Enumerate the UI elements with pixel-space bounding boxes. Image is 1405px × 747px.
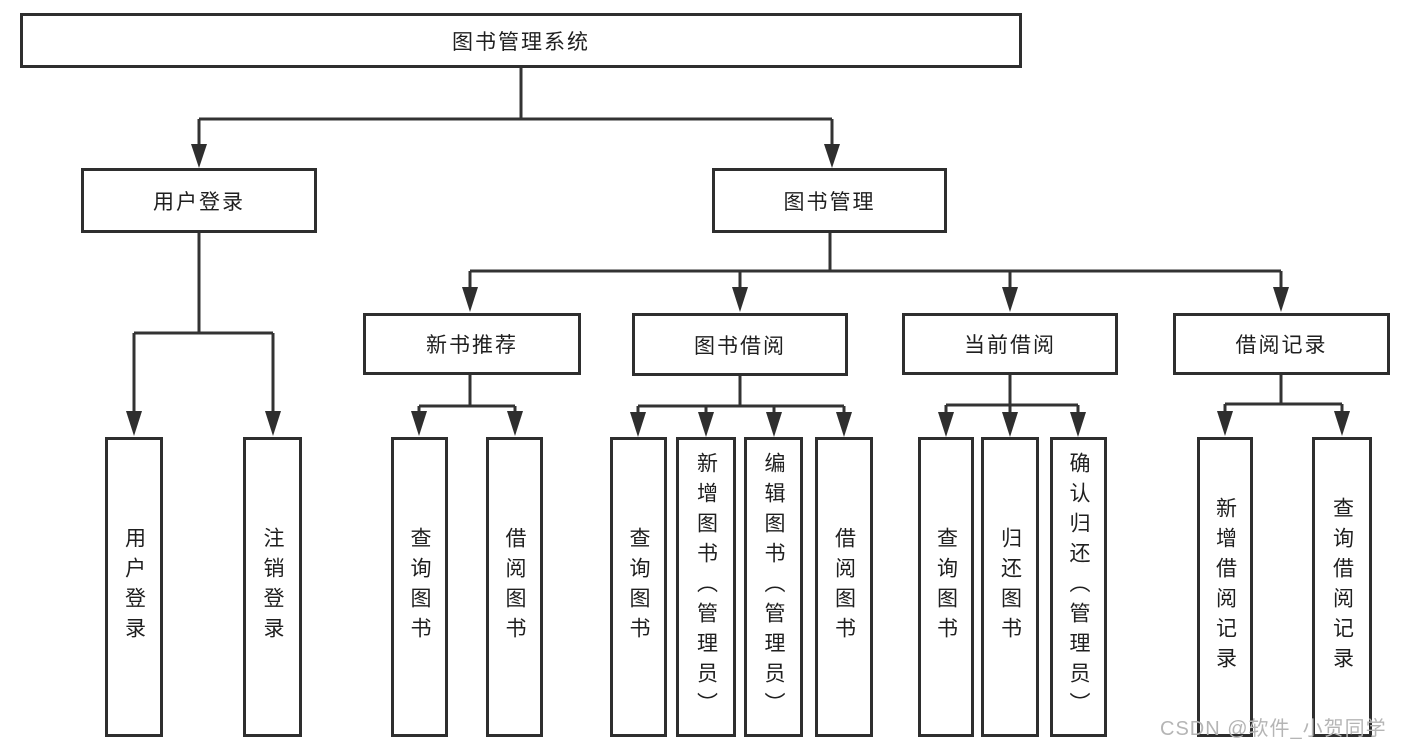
leaf-user-login: 用户登录 <box>105 437 163 737</box>
leaf-query-books-current: 查询图书 <box>918 437 974 737</box>
node-library-management-system: 图书管理系统 <box>20 13 1022 68</box>
node-label: 查询图书 <box>627 527 650 647</box>
arrowhead-icon <box>732 287 748 312</box>
arrowhead-icon <box>126 411 142 436</box>
leaf-borrow-books-recommend: 借阅图书 <box>486 437 543 737</box>
node-book-borrow: 图书借阅 <box>632 313 848 376</box>
arrowhead-icon <box>836 412 852 437</box>
node-label: 图书管理系统 <box>452 30 590 54</box>
connector-bookborrow-fork <box>630 375 852 437</box>
arrowhead-icon <box>1273 287 1289 312</box>
arrowhead-icon <box>265 411 281 436</box>
node-label: 图书管理 <box>783 190 876 214</box>
arrowhead-icon <box>411 411 427 436</box>
arrowhead-icon <box>766 412 782 437</box>
leaf-add-borrow-record: 新增借阅记录 <box>1197 437 1253 737</box>
node-label: 用户登录 <box>153 190 245 214</box>
node-label: 新增借阅记录 <box>1213 497 1237 677</box>
node-user-login-module: 用户登录 <box>81 168 317 233</box>
arrowhead-icon <box>938 412 954 437</box>
node-label: 借阅记录 <box>1235 334 1328 357</box>
arrowhead-icon <box>630 412 646 437</box>
node-label: 查询图书 <box>408 527 431 647</box>
node-label: 新书推荐 <box>426 334 518 357</box>
connector-mgmt-fork <box>462 232 1289 312</box>
node-label: 查询借阅记录 <box>1330 497 1354 677</box>
leaf-borrow-books: 借阅图书 <box>815 437 873 737</box>
connector-records-fork <box>1217 374 1350 436</box>
node-label: 确认归还（管理员） <box>1067 452 1090 722</box>
leaf-add-books-admin: 新增图书（管理员） <box>676 437 736 737</box>
connector-recommend-fork <box>411 374 523 436</box>
arrowhead-icon <box>507 411 523 436</box>
node-current-borrow: 当前借阅 <box>902 313 1118 375</box>
node-label: 查询图书 <box>934 527 958 647</box>
node-label: 归还图书 <box>998 527 1022 647</box>
node-label: 用户登录 <box>122 527 146 647</box>
leaf-query-books-recommend: 查询图书 <box>391 437 448 737</box>
arrowhead-icon <box>1002 287 1018 312</box>
leaf-confirm-return-admin: 确认归还（管理员） <box>1050 437 1107 737</box>
node-borrow-records: 借阅记录 <box>1173 313 1390 375</box>
arrowhead-icon <box>1002 412 1018 437</box>
arrowhead-icon <box>1334 411 1350 436</box>
arrowhead-icon <box>462 287 478 312</box>
node-book-management-module: 图书管理 <box>712 168 947 233</box>
node-label: 借阅图书 <box>503 527 526 647</box>
arrowhead-icon <box>1217 411 1233 436</box>
arrowhead-icon <box>824 144 840 168</box>
node-label: 注销登录 <box>261 527 284 647</box>
node-new-book-recommend: 新书推荐 <box>363 313 581 375</box>
leaf-return-books: 归还图书 <box>981 437 1039 737</box>
leaf-query-borrow-record: 查询借阅记录 <box>1312 437 1372 737</box>
node-label: 当前借阅 <box>964 334 1056 357</box>
connector-login-fork <box>126 232 281 436</box>
node-label: 借阅图书 <box>832 527 856 647</box>
node-label: 图书借阅 <box>694 334 786 358</box>
arrowhead-icon <box>191 144 207 168</box>
leaf-query-books-borrow: 查询图书 <box>610 437 667 737</box>
connector-root-fork <box>191 68 840 168</box>
leaf-logout: 注销登录 <box>243 437 302 737</box>
connector-currentborrow-fork <box>938 375 1086 437</box>
arrowhead-icon <box>698 412 714 437</box>
leaf-edit-books-admin: 编辑图书（管理员） <box>744 437 803 737</box>
arrowhead-icon <box>1070 412 1086 437</box>
node-label: 编辑图书（管理员） <box>762 452 785 722</box>
csdn-watermark: CSDN @软件_小贺同学 <box>1160 718 1387 740</box>
node-label: 新增图书（管理员） <box>694 452 718 722</box>
